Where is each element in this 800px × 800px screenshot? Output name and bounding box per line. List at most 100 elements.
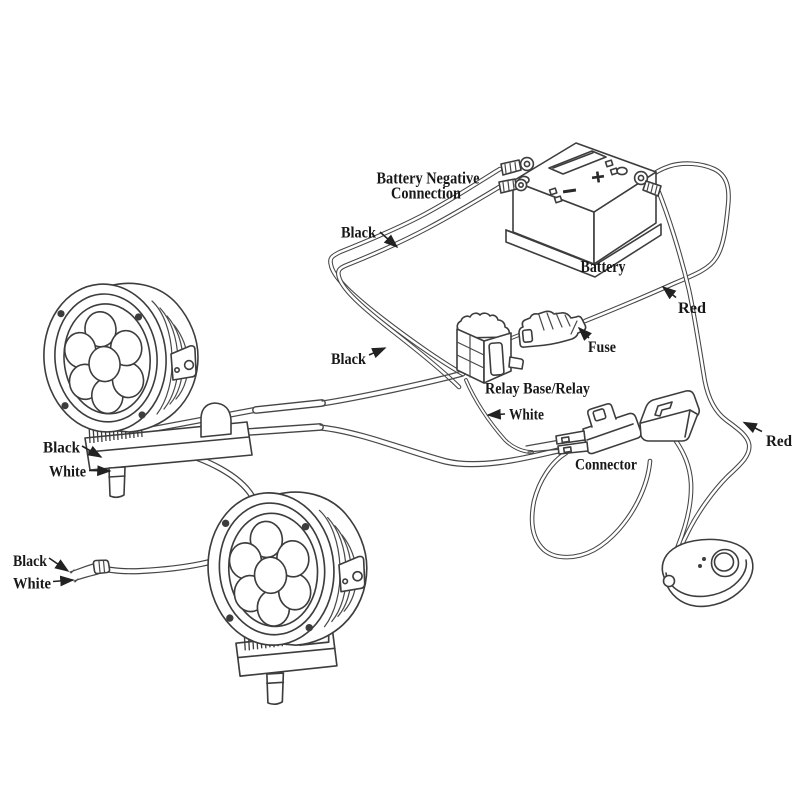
pointer-red-top <box>661 285 677 300</box>
bare-wire-white <box>73 573 99 583</box>
wire-light1-upper-cont <box>321 370 464 407</box>
work-light-2 <box>200 486 368 706</box>
connector-male <box>639 390 701 442</box>
detail-line <box>237 647 336 659</box>
mount-bolt <box>266 672 285 706</box>
connector-pin-slot <box>562 446 573 454</box>
label-black-cable-end: Black <box>13 553 47 570</box>
detail-line <box>562 188 577 194</box>
pointer-white-light1 <box>88 465 112 477</box>
switch-cable-gland <box>662 574 676 588</box>
detail-line <box>646 182 658 195</box>
detail-line <box>570 320 578 335</box>
fuse-holder <box>518 310 587 348</box>
battery-cap <box>548 187 558 196</box>
label-relay: Relay Base/Relay <box>485 381 590 398</box>
detail-line <box>108 475 126 478</box>
battery <box>498 142 662 278</box>
label-black-top: Black <box>341 225 376 242</box>
relay-base <box>456 312 525 384</box>
detail-line <box>266 681 285 685</box>
lamp-assembly <box>200 486 368 652</box>
label-battery-negative-line2: Connection <box>391 184 461 203</box>
wire-pin-lead-2 <box>527 448 563 453</box>
pointer-fuse <box>577 326 592 341</box>
label-red-top: Red <box>678 300 706 317</box>
wire-black-negative-2 <box>337 184 503 389</box>
wire-pin-lead-1 <box>525 439 561 447</box>
detail-line <box>321 375 464 407</box>
connector-pin-1 <box>555 430 586 445</box>
detail-line <box>586 423 634 441</box>
negative-ring-terminal-2 <box>498 178 528 194</box>
wire-connector-loop <box>530 451 652 559</box>
power-switch <box>661 538 754 608</box>
label-connector: Connector <box>575 457 637 474</box>
light-bracket <box>84 402 253 499</box>
detail-line <box>552 152 594 169</box>
wire-light1-lower-cont <box>319 424 569 468</box>
relay-slot <box>488 341 505 376</box>
detail-circle <box>523 160 531 168</box>
mount-bolt <box>108 466 126 499</box>
battery-plus-symbol <box>591 171 605 183</box>
negative-ring-terminal-1 <box>500 156 535 176</box>
wire-black-negative-1 <box>329 167 502 376</box>
detail-circle <box>637 174 645 182</box>
work-light-1 <box>36 278 253 499</box>
sleeve-upper <box>253 400 325 413</box>
detail-line <box>92 559 111 575</box>
battery-top-face <box>512 142 657 213</box>
label-battery-negative-line1: Battery Negative <box>377 169 480 188</box>
switch-dot <box>702 557 706 561</box>
bracket-clamp <box>200 402 232 438</box>
wire-red-battery-switch <box>656 188 751 581</box>
switch-dot <box>698 564 702 568</box>
pointer-black-light1 <box>81 445 103 458</box>
battery-positive-post <box>616 166 628 176</box>
wire-red-fuse-battery <box>583 162 730 323</box>
pointer-white-cable-end <box>52 575 75 587</box>
detail-line <box>87 436 250 453</box>
battery-top-plate <box>548 150 607 175</box>
pointer-black-top <box>379 231 399 249</box>
label-white-relay: White <box>509 407 544 424</box>
detail-line <box>319 429 569 468</box>
battery-cap <box>553 195 563 204</box>
detail-circle <box>517 182 524 189</box>
label-fuse: Fuse <box>588 339 616 356</box>
fuse-body <box>518 310 587 348</box>
detail-line <box>456 334 485 378</box>
detail-line <box>591 171 605 183</box>
label-red-right: Red <box>766 433 792 450</box>
sleeve-lower <box>245 424 323 435</box>
lamp-assembly <box>36 278 199 438</box>
pointer-black-mid <box>368 347 387 359</box>
label-white-light1: White <box>49 464 86 481</box>
wire-white-relay <box>465 379 533 453</box>
relay-mount-tab <box>508 356 525 370</box>
labels: Battery Negative Connection Black Batter… <box>13 169 792 593</box>
battery-cap <box>604 159 614 168</box>
pointer-red-right <box>742 421 763 434</box>
detail-line <box>98 560 106 574</box>
switch-button-inner <box>713 552 735 572</box>
detail-line <box>319 424 568 463</box>
detail-line <box>538 312 571 331</box>
positive-ring-terminal <box>633 170 662 197</box>
label-black-mid: Black <box>331 351 366 368</box>
wire-red-battery-switch <box>655 187 752 582</box>
connector-pin-slot <box>560 436 571 444</box>
label-black-light1: Black <box>43 440 80 457</box>
detail-line <box>502 179 515 192</box>
wires <box>69 161 752 583</box>
fuse-end-slot <box>521 328 534 343</box>
detail-line <box>504 161 517 174</box>
detail-line <box>684 409 691 438</box>
pointer-black-cable-end <box>48 557 70 572</box>
detail-line <box>321 370 463 402</box>
pointer-white-relay <box>486 408 506 420</box>
connector-male-notch <box>654 401 673 417</box>
